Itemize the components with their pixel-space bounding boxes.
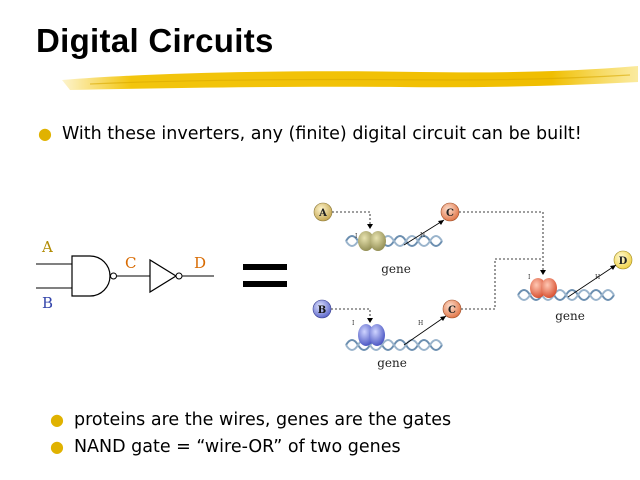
gene-label-right: gene bbox=[555, 309, 585, 323]
title-underline-brush bbox=[62, 66, 638, 90]
bullet-dot-icon: ● bbox=[50, 437, 64, 456]
gene-circuit-diagram: A C B C D I H I H I H gene bbox=[312, 202, 633, 370]
input-a-label: A bbox=[41, 238, 53, 256]
protein-c-bottom-label: C bbox=[448, 305, 456, 316]
protein-d-icon bbox=[613, 250, 633, 270]
svg-text:H: H bbox=[418, 320, 423, 327]
top-bullet: ● With these inverters, any (finite) dig… bbox=[38, 124, 582, 144]
input-b-label: B bbox=[42, 294, 53, 312]
protein-d-label: D bbox=[619, 256, 628, 267]
bullet-dot-icon: ● bbox=[50, 410, 64, 429]
svg-text:I: I bbox=[352, 320, 355, 327]
nand-gate-icon bbox=[71, 255, 111, 297]
protein-c-top-label: C bbox=[446, 208, 454, 219]
nand-inverter-diagram: A B C D bbox=[36, 238, 214, 312]
repressor-c-bound-icon bbox=[530, 278, 557, 298]
repressor-b-bound-icon bbox=[358, 324, 385, 346]
protein-a-label: A bbox=[318, 208, 327, 219]
bottom-bullet-1: ● proteins are the wires, genes are the … bbox=[50, 410, 451, 430]
bottom-bullet-2-text: NAND gate = “wire-OR” of two genes bbox=[73, 437, 401, 457]
wire-c-label: C bbox=[125, 254, 136, 272]
gene-label-top: gene bbox=[381, 262, 411, 276]
svg-text:H: H bbox=[420, 232, 425, 239]
protein-b-label: B bbox=[318, 305, 326, 316]
bottom-bullet-1-text: proteins are the wires, genes are the ga… bbox=[73, 410, 452, 430]
inverter-gate-icon bbox=[149, 258, 178, 294]
svg-text:H: H bbox=[595, 274, 600, 281]
slide-title: Digital Circuits bbox=[36, 22, 274, 59]
repressor-a-bound-icon bbox=[358, 231, 386, 251]
svg-text:I: I bbox=[355, 233, 358, 240]
svg-text:I: I bbox=[528, 274, 531, 281]
top-bullet-text: With these inverters, any (finite) digit… bbox=[61, 124, 582, 144]
equals-sign bbox=[243, 264, 287, 287]
bullet-dot-icon: ● bbox=[38, 124, 52, 143]
output-d-label: D bbox=[194, 254, 206, 272]
bottom-bullet-2: ● NAND gate = “wire-OR” of two genes bbox=[50, 437, 401, 457]
gene-label-bottom: gene bbox=[377, 356, 407, 370]
